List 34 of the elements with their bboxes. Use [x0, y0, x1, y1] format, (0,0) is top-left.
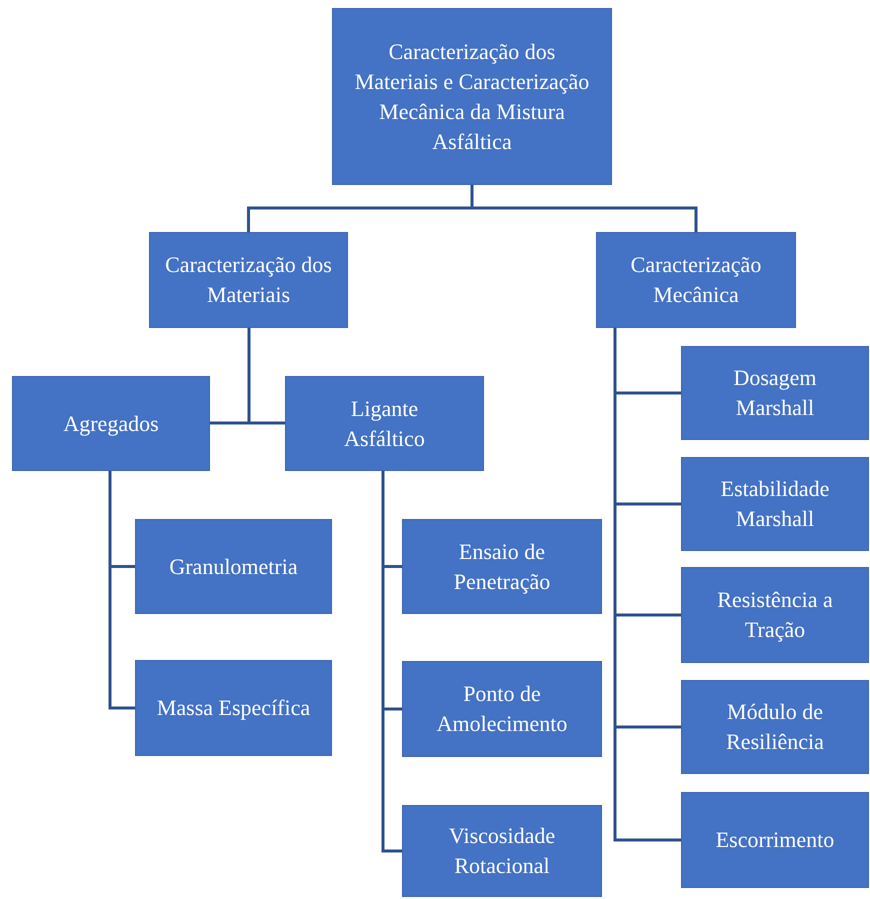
- process-box: [681, 457, 869, 551]
- node-label: Agregados: [62, 410, 160, 438]
- process-box: [332, 8, 612, 185]
- node-label: Caracterização Mecânica: [630, 251, 762, 309]
- node-label: Caracterização dos Materiais: [164, 251, 333, 309]
- process-box: [149, 232, 348, 328]
- node-label: Massa Específica: [156, 694, 312, 722]
- node-label: Resistência a Tração: [716, 586, 834, 644]
- node-label: Viscosidade Rotacional: [448, 822, 556, 880]
- connector-line: [108, 471, 135, 710]
- process-box: [402, 805, 602, 897]
- process-box: [596, 232, 796, 328]
- process-box: [135, 660, 332, 756]
- process-box: [285, 376, 484, 471]
- node-label: Dosagem Marshall: [732, 364, 818, 422]
- node-label: Módulo de Resiliência: [725, 698, 825, 756]
- connector-line: [382, 471, 402, 852]
- process-box: [402, 661, 602, 757]
- process-box: [402, 519, 602, 614]
- node-label: Ponto de Amolecimento: [436, 680, 568, 738]
- process-box: [681, 346, 869, 440]
- node-label: Granulometria: [168, 552, 299, 580]
- node-label: Escorrimento: [714, 826, 836, 854]
- process-box: [681, 792, 869, 888]
- node-label: Caracterização dos Materiais e Caracterização Mecânica da Mistura Asfáltica: [354, 38, 590, 156]
- connector-line: [470, 185, 698, 232]
- process-box: [135, 519, 332, 614]
- node-label: Estabilidade Marshall: [720, 475, 830, 533]
- node-label: Ensaio de Penetração: [452, 538, 552, 596]
- connector-line: [248, 328, 285, 424]
- process-box: [681, 680, 869, 774]
- node-label: Ligante Asfáltico: [343, 394, 426, 452]
- process-box: [681, 567, 869, 663]
- process-box: [12, 376, 210, 471]
